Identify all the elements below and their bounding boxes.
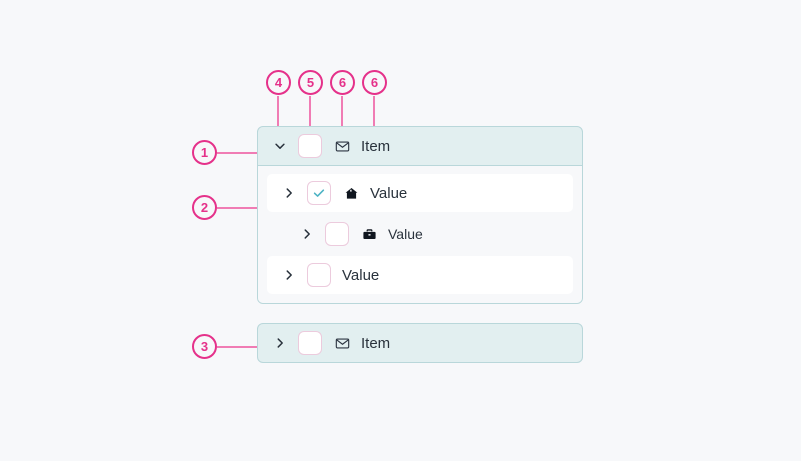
tree-group-item-2: Item [257,323,583,363]
callout-4-number: 4 [266,70,291,95]
chevron-right-icon[interactable] [281,267,297,283]
row-1-label: Value [370,184,408,202]
tree-group-item-1: Item [257,126,583,304]
mail-icon [334,138,350,154]
callout-3-number: 3 [192,334,217,359]
callout-5: 5 [298,70,323,148]
callout-1: 1 [192,140,267,165]
callout-6a-number: 6 [330,70,355,95]
callout-2-number: 2 [192,195,217,220]
tree-row-1[interactable]: Value [267,174,573,212]
callout-6b: 6 [362,70,387,148]
callout-6b-number: 6 [362,70,387,95]
row-3-label: Value [342,266,380,284]
tree-view: Item [257,126,583,363]
callout-5-number: 5 [298,70,323,95]
row-2-checkbox[interactable] [325,222,349,246]
chevron-right-icon[interactable] [281,185,297,201]
callout-1-number: 1 [192,140,217,165]
mail-icon [334,335,350,351]
chevron-right-icon[interactable] [272,335,288,351]
home-icon [343,185,359,201]
callout-3: 3 [192,334,267,359]
callout-6a: 6 [330,70,355,148]
group-1-label: Item [361,137,391,155]
row-2-label: Value [388,226,423,242]
tree-group-1-children: Value [258,165,582,303]
tree-group-header-2[interactable]: Item [258,324,582,362]
chevron-down-icon[interactable] [272,138,288,154]
group-1-checkbox[interactable] [298,134,322,158]
tree-row-3[interactable]: Value [267,256,573,294]
tree-row-2[interactable]: Value [285,215,573,253]
callout-4: 4 [266,70,291,148]
chevron-right-icon[interactable] [299,226,315,242]
briefcase-icon [361,226,377,242]
tree-group-header-1[interactable]: Item [258,127,582,165]
row-3-checkbox[interactable] [307,263,331,287]
row-1-checkbox[interactable] [307,181,331,205]
callout-2: 2 [192,195,267,220]
group-2-label: Item [361,334,391,352]
group-2-checkbox[interactable] [298,331,322,355]
